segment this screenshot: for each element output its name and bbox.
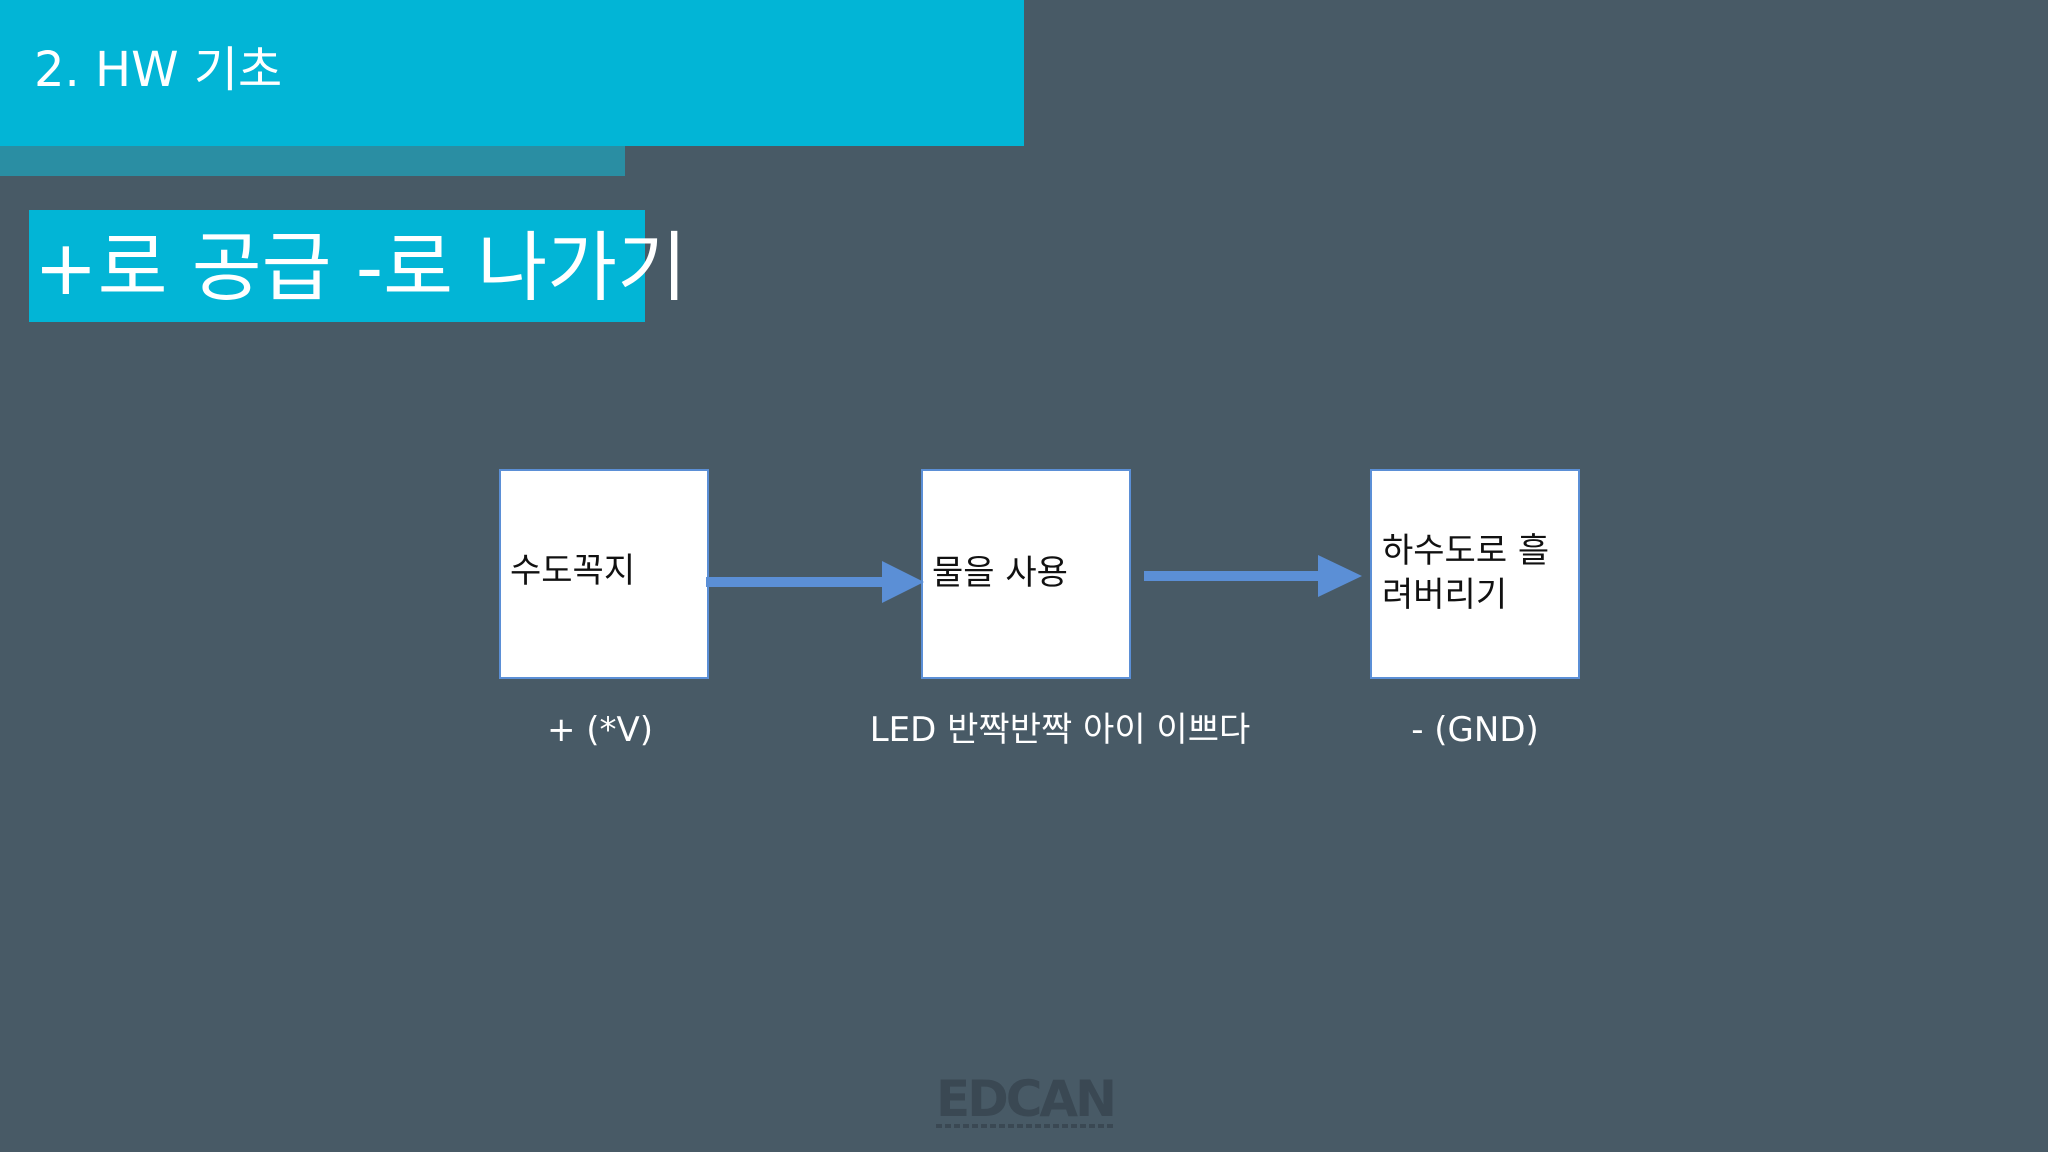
logo-wordmark: EDCAN	[936, 1070, 1117, 1128]
sewer-label: 하수도로 흘려버리기	[1382, 531, 1550, 615]
edge-arrow-faucet-to-use-water	[706, 561, 924, 603]
faucet-node: 수도꼭지	[499, 469, 709, 679]
use-water-label: 물을 사용	[932, 553, 1068, 593]
sewer-node: 하수도로 흘려버리기	[1370, 469, 1580, 679]
use-water-caption: LED 반짝반짝 아이 이쁘다	[869, 710, 1251, 750]
use-water-node: 물을 사용	[921, 469, 1131, 679]
header-accent-bar	[0, 146, 625, 176]
section-title: 2. HW 기초	[34, 42, 283, 98]
faucet-label: 수도꼭지	[510, 551, 636, 591]
header-bar	[0, 0, 1024, 146]
logo-tagline-mark	[936, 1124, 1114, 1128]
sewer-caption: - (GND)	[1411, 710, 1539, 750]
edge-arrow-use-water-to-sewer	[1144, 555, 1362, 597]
faucet-caption: + (*V)	[546, 710, 654, 750]
heading-highlight	[29, 210, 645, 322]
edcan-logo: EDCAN	[930, 1072, 1120, 1132]
slide-heading: +로 공급 -로 나가기	[34, 223, 688, 312]
